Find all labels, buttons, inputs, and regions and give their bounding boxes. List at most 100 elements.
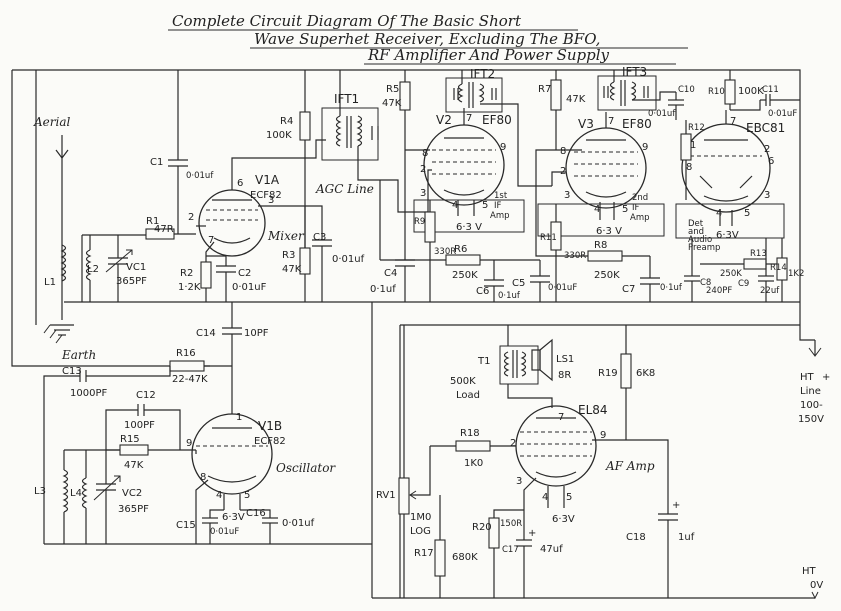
resistor-r9: R9 330R xyxy=(414,200,456,302)
svg-text:+: + xyxy=(528,528,536,539)
capacitor-c5: C5 0·01uF xyxy=(512,260,577,302)
v5-pin9: 9 xyxy=(600,430,606,441)
rv1-value-2: LOG xyxy=(410,526,431,537)
v2-pin3: 3 xyxy=(420,188,426,199)
v1b-pin8: 8 xyxy=(200,472,206,483)
r9-ref: R9 xyxy=(414,217,425,227)
c17-value: 47uf xyxy=(540,544,563,555)
tube-v2: 7 8 9 2 3 4 5 V2 EF80 1st IF Amp 6·3 V xyxy=(420,108,512,233)
r5-ref: R5 xyxy=(386,84,399,95)
c2-ref: C2 xyxy=(238,268,251,279)
r17-ref: R17 xyxy=(414,548,434,559)
v3-type: EF80 xyxy=(622,117,652,131)
v4-pin1: 1 xyxy=(690,140,696,151)
v5-pin4: 4 xyxy=(542,492,548,503)
title-line-2: Wave Superhet Receiver, Excluding The BF… xyxy=(254,30,600,48)
v4-type: EBC81 xyxy=(746,121,785,135)
r13-ref: R13 xyxy=(750,249,767,259)
v2-pin5: 5 xyxy=(482,200,488,211)
v1a-pin6: 6 xyxy=(237,178,243,189)
v1a-pin7: 7 xyxy=(208,235,214,246)
v2-pin4: 4 xyxy=(452,200,458,211)
r14-value: 1K2 xyxy=(788,269,804,279)
c3-ref: C3 xyxy=(313,232,326,243)
ift1-label: IFT1 xyxy=(334,92,359,106)
input-coil-l1: L1 xyxy=(44,244,67,288)
l2-label: L2 xyxy=(87,264,99,275)
aerial-label: Aerial xyxy=(33,115,70,129)
v3-function-2: IF xyxy=(632,203,640,213)
r18-ref: R18 xyxy=(460,428,480,439)
v2-heater: 6·3 V xyxy=(456,222,482,233)
v3-pin4: 4 xyxy=(594,204,600,215)
ht-0v-label-2: 0V xyxy=(810,580,823,591)
v5-pin5: 5 xyxy=(566,492,572,503)
r16-ref: R16 xyxy=(176,348,196,359)
r2-value: 1·2K xyxy=(178,282,201,293)
agc-line-label: AGC Line xyxy=(315,182,374,196)
coil-l2: L2 xyxy=(81,235,99,302)
v1a-pin3: 3 xyxy=(268,195,274,206)
v2-pin8: 8 xyxy=(422,148,428,159)
r3-ref: R3 xyxy=(282,250,295,261)
resistor-r20: R20 150R xyxy=(472,509,524,598)
r20-ref: R20 xyxy=(472,522,492,533)
ift2-label: IFT2 xyxy=(470,67,495,81)
coil-l3: L3 xyxy=(34,450,69,544)
ht-line-label: HT xyxy=(800,372,815,383)
tube-v5: 7 2 9 3 4 5 EL84 6·3V AF Amp xyxy=(510,403,655,525)
capacitor-c3: C3 0·01uf xyxy=(305,205,365,302)
v3-heater: 6·3 V xyxy=(596,226,622,237)
v3-pin8: 8 xyxy=(560,146,566,157)
resistor-r13: R13 250K xyxy=(700,249,780,279)
c8-value: 240PF xyxy=(706,286,732,296)
aerial: Aerial xyxy=(33,115,70,320)
af-amp-label: AF Amp xyxy=(605,459,655,473)
loudspeaker-ls1: LS1 8R xyxy=(531,338,574,382)
v4-function-3: Audio xyxy=(688,235,712,245)
v4-pin8: 8 xyxy=(686,162,692,173)
ht-0v-terminal: HT 0V xyxy=(802,566,823,600)
r16-value: 22-47K xyxy=(172,374,208,385)
r1-value: 47R xyxy=(154,224,174,235)
transformer-ift2: IFT2 xyxy=(445,67,503,113)
r12-ref: R12 xyxy=(688,123,705,133)
r13-value: 250K xyxy=(720,269,742,279)
capacitor-c10: C10 0·01uf xyxy=(648,85,695,120)
v2-pin9: 9 xyxy=(500,142,506,153)
v4-heater: 6·3V xyxy=(716,230,739,241)
capacitor-c16: C16 0·01uf xyxy=(240,508,315,544)
diagram-title: Complete Circuit Diagram Of The Basic Sh… xyxy=(168,12,688,65)
v4-pin6: 6 xyxy=(768,156,774,167)
earth-label: Earth xyxy=(61,348,96,362)
r6-ref: R6 xyxy=(454,244,467,255)
r10-value: 100K xyxy=(738,86,764,97)
c14-ref: C14 xyxy=(196,328,216,339)
c15-value: 0·01uF xyxy=(210,527,239,537)
capacitor-c12: C12 100PF xyxy=(105,390,181,450)
c17-ref: C17 xyxy=(502,545,519,555)
vc2-ref: VC2 xyxy=(122,488,142,499)
c4-value: 0·1uf xyxy=(370,284,396,295)
tuning-capacitor-vc1: VC1 365PF xyxy=(82,234,150,302)
r8-value: 250K xyxy=(594,270,620,281)
capacitor-c6: C6 0·1uf xyxy=(476,260,521,302)
svg-text:+: + xyxy=(822,372,830,383)
r19-ref: R19 xyxy=(598,368,618,379)
resistor-r14: R14 1K2 xyxy=(770,238,804,302)
r14-ref: R14 xyxy=(770,263,787,273)
c6-value: 0·1uf xyxy=(498,291,521,301)
ls1-label: LS1 xyxy=(556,354,574,365)
v3-name: V3 xyxy=(578,117,594,131)
v5-pin7: 7 xyxy=(558,412,564,423)
resistor-r18: R18 1K0 xyxy=(410,428,516,496)
c11-value: 0·01uF xyxy=(768,109,797,119)
title-line-3: RF Amplifier And Power Supply xyxy=(367,46,610,64)
capacitor-c11: C11 0·01uF xyxy=(730,85,800,119)
capacitor-c7: C7 0·1uf xyxy=(622,256,683,302)
mixer-label: Mixer xyxy=(267,229,305,243)
resistor-r2: R2 1·2K xyxy=(178,241,215,302)
rv1-value-1: 1M0 xyxy=(410,512,431,523)
v2-name: V2 xyxy=(436,113,452,127)
v5-pin3: 3 xyxy=(516,476,522,487)
